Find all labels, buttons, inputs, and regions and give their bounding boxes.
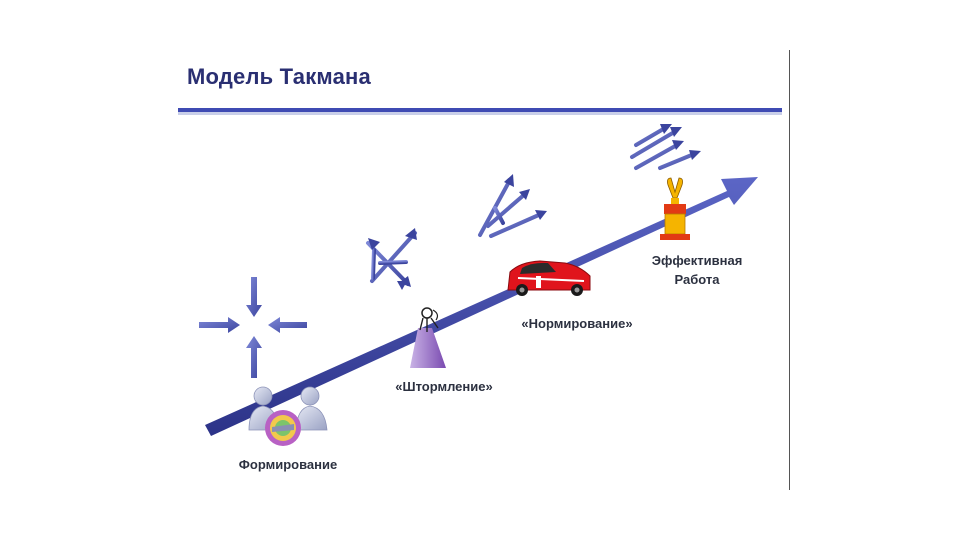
main-progress-arrow xyxy=(205,177,758,436)
handshake-people-icon xyxy=(248,386,328,446)
title-underline xyxy=(178,108,782,115)
performing-label-line1: Эффективная xyxy=(651,253,743,268)
storming-label: «Штормление» xyxy=(395,379,493,394)
norming-label: «Нормирование» xyxy=(521,316,633,331)
performing-label: Эффективная Работа xyxy=(636,251,758,289)
forming-label: Формирование xyxy=(238,457,338,472)
slide-title: Модель Такмана xyxy=(187,64,371,89)
parallel-arrows-icon xyxy=(630,126,696,170)
converging-arrows-icon xyxy=(478,178,543,238)
performing-label-line2: Работа xyxy=(674,272,720,287)
tangled-arrows-icon xyxy=(366,231,417,286)
right-divider-line xyxy=(789,50,790,490)
forming-inward-arrows-icon xyxy=(199,277,307,378)
trophy-icon xyxy=(660,177,690,240)
storming-figure-icon xyxy=(410,307,446,368)
sports-car-icon xyxy=(507,260,591,296)
